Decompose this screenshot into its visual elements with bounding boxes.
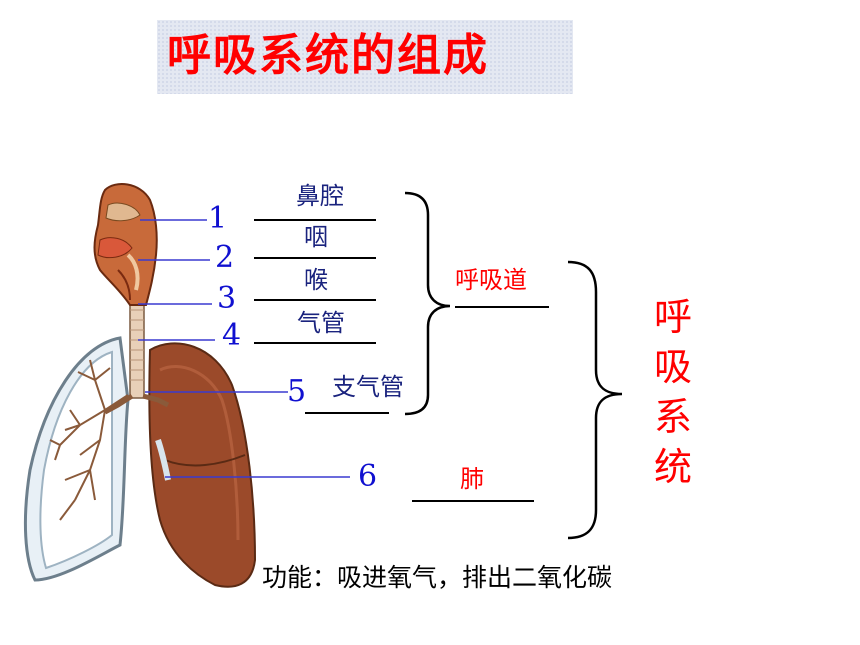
system-label-char-1: 呼 xyxy=(654,295,693,339)
part-trachea: 气管 xyxy=(297,309,345,337)
brace-respiratory-system xyxy=(567,260,623,540)
page-title: 呼吸系统的组成 xyxy=(167,30,489,81)
part-nasal-cavity: 鼻腔 xyxy=(296,182,344,210)
part-pharynx: 咽 xyxy=(304,223,328,251)
part-bronchi: 支气管 xyxy=(332,373,404,401)
label-number-4: 4 xyxy=(222,318,242,353)
answer-line-4 xyxy=(254,342,376,344)
part-lung: 肺 xyxy=(460,465,484,493)
answer-line-respiratory-tract xyxy=(455,306,549,308)
answer-line-6 xyxy=(412,500,534,502)
system-label-char-3: 系 xyxy=(654,395,693,439)
answer-line-1 xyxy=(254,219,376,221)
label-number-5: 5 xyxy=(287,374,307,409)
system-label-char-4: 统 xyxy=(654,445,693,489)
label-number-2: 2 xyxy=(215,240,235,275)
title-banner: 呼吸系统的组成 xyxy=(157,20,573,94)
bronchial-tree xyxy=(49,359,129,521)
trachea-illustration xyxy=(129,299,145,399)
part-larynx: 喉 xyxy=(304,266,328,294)
label-number-6: 6 xyxy=(358,459,378,494)
answer-line-2 xyxy=(254,257,376,259)
answer-line-3 xyxy=(254,299,376,301)
brace-respiratory-tract xyxy=(404,191,451,416)
group-respiratory-tract: 呼吸道 xyxy=(455,266,527,294)
system-label-char-2: 吸 xyxy=(654,345,693,389)
answer-line-5 xyxy=(305,412,389,414)
function-description: 功能：吸进氧气，排出二氧化碳 xyxy=(262,563,613,592)
label-number-1: 1 xyxy=(208,201,228,236)
label-number-3: 3 xyxy=(217,281,237,316)
